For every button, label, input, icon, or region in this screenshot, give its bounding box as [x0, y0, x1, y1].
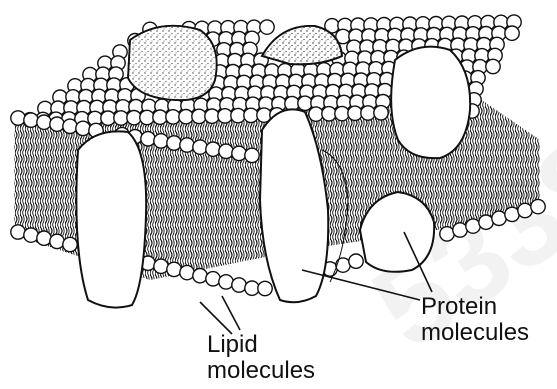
lipid-head — [101, 111, 115, 125]
lipid-head — [154, 134, 168, 148]
lipid-head — [63, 237, 77, 251]
lipid-head — [50, 117, 64, 131]
lipid-head — [309, 107, 323, 121]
lipid-head — [114, 111, 128, 125]
lipid-head — [335, 106, 349, 120]
lipid-head — [232, 278, 246, 292]
lipid-head — [153, 110, 167, 124]
lipid-head — [260, 20, 274, 34]
lipid-head — [37, 115, 51, 129]
lipid-head — [24, 113, 38, 127]
protein-molecules-label: Protein molecules — [421, 294, 529, 346]
lipid-head — [466, 219, 480, 233]
lipid-head — [76, 121, 90, 135]
lipid-head — [244, 108, 258, 122]
lipid-head — [11, 111, 25, 125]
lipid-head — [218, 109, 232, 123]
lipid-head — [479, 215, 493, 229]
lipid-head — [518, 203, 532, 217]
lipid-head — [205, 109, 219, 123]
lipid-head — [505, 26, 519, 40]
protein-right-top — [391, 47, 470, 159]
lipid-head — [531, 199, 545, 213]
lipid-head — [374, 106, 388, 120]
lipid-head — [361, 106, 375, 120]
lipid-head — [336, 258, 350, 272]
protein-top-left — [128, 26, 217, 100]
lipid-label-line-2: molecules — [207, 358, 315, 384]
lipid-head — [63, 119, 77, 133]
lipid-head — [298, 96, 312, 110]
lipid-label-line-1: Lipid — [207, 332, 315, 358]
lipid-head — [505, 207, 519, 221]
lipid-head — [492, 211, 506, 225]
lipid-head — [193, 140, 207, 154]
lipid-head — [453, 223, 467, 237]
lipid-head — [127, 111, 141, 125]
lipid-head — [37, 231, 51, 245]
protein-label-line-1: Protein — [421, 294, 529, 320]
lipid-head — [231, 108, 245, 122]
lipid-head — [154, 259, 168, 273]
lipid-head — [167, 136, 181, 150]
lipid-head — [349, 254, 363, 268]
lipid-head — [141, 132, 155, 146]
lipid-head — [179, 110, 193, 124]
lipid-head — [245, 281, 259, 295]
lipid-head — [348, 106, 362, 120]
lipid-head — [193, 269, 207, 283]
protein-left-transmembrane — [76, 131, 146, 307]
lipid-head — [24, 228, 38, 242]
lipid-head — [486, 59, 500, 73]
lipid-head — [206, 272, 220, 286]
lipid-head — [11, 225, 25, 239]
lipid-head — [206, 142, 220, 156]
lipid-head — [258, 281, 272, 295]
protein-top-center — [262, 26, 342, 64]
lipid-head — [219, 275, 233, 289]
lipid-head — [232, 146, 246, 160]
lipid-head — [192, 109, 206, 123]
lipid-head — [167, 262, 181, 276]
lipid-leader-line-2 — [222, 296, 240, 330]
lipid-head — [140, 110, 154, 124]
lipid-head — [245, 148, 259, 162]
lipid-molecules-label: Lipid molecules — [207, 332, 315, 384]
lipid-head — [180, 138, 194, 152]
protein-label-line-2: molecules — [421, 320, 529, 346]
lipid-head — [180, 265, 194, 279]
lipid-head — [440, 227, 454, 241]
lipid-head — [166, 110, 180, 124]
lipid-head — [219, 144, 233, 158]
lipid-head — [322, 107, 336, 121]
lipid-head — [50, 234, 64, 248]
